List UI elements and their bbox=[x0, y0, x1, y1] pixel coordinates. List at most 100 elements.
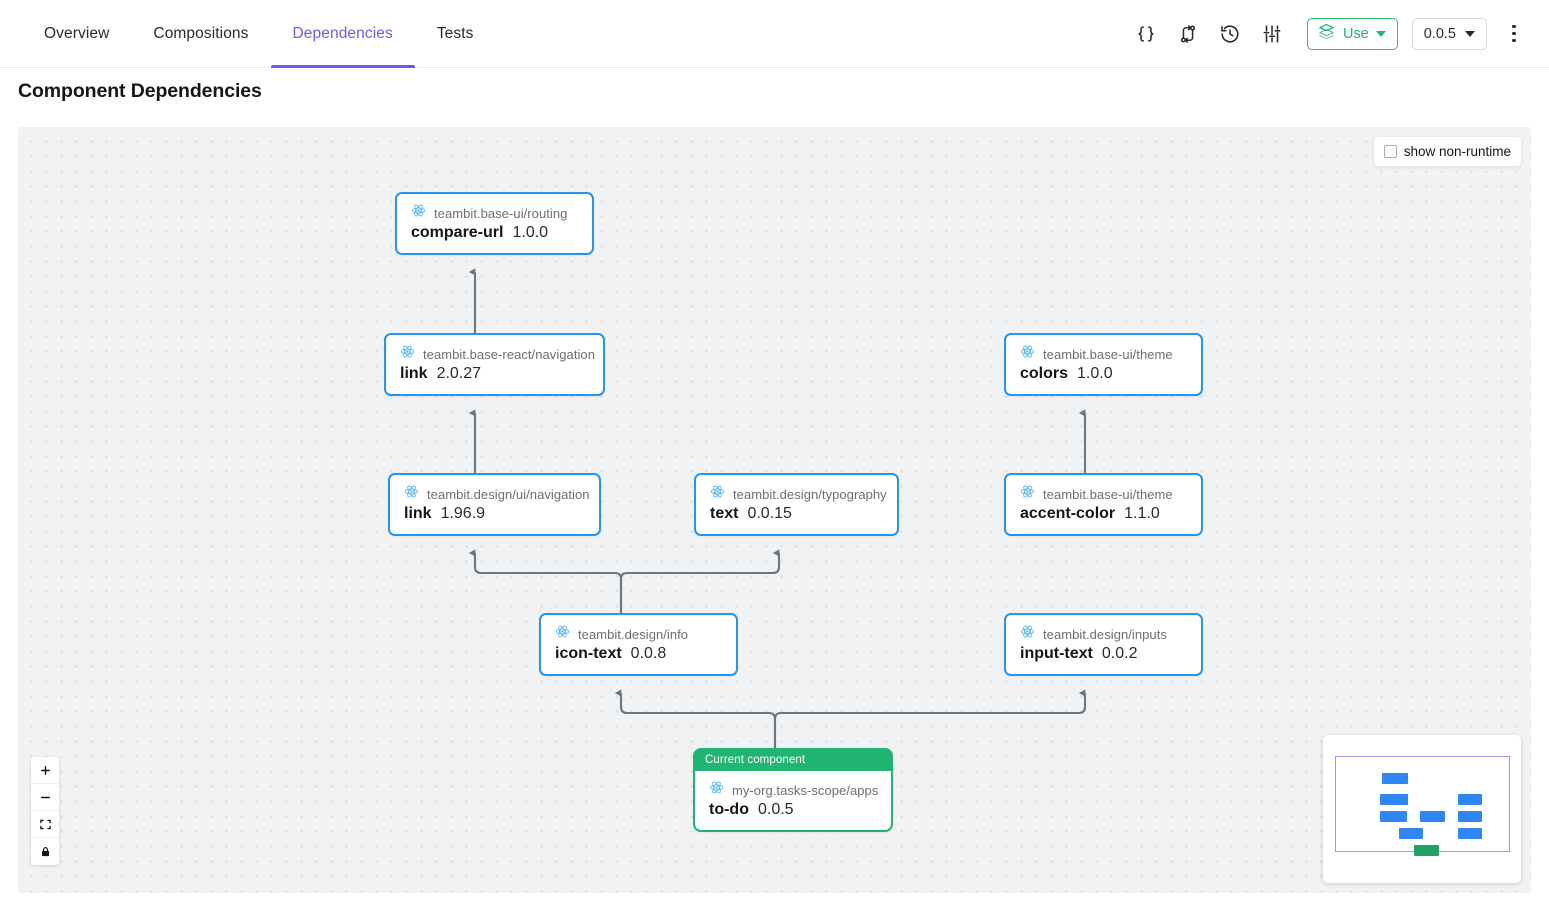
node-name-label: input-text bbox=[1020, 645, 1093, 662]
react-atom-icon bbox=[404, 484, 419, 504]
node-version-label: 0.0.5 bbox=[757, 801, 794, 818]
graph-node-link-design-ui[interactable]: teambit.design/ui/navigation link 1.96.9 bbox=[388, 473, 601, 536]
node-scope-label: teambit.design/inputs bbox=[1043, 626, 1167, 642]
code-braces-icon[interactable] bbox=[1125, 13, 1167, 55]
minimap-node-current bbox=[1414, 845, 1439, 856]
show-non-runtime-toggle[interactable]: show non-runtime bbox=[1373, 137, 1521, 166]
node-scope-row: teambit.design/typography bbox=[710, 484, 887, 504]
graph-node-current-to-do[interactable]: Current component my-org.tasks-scope/app… bbox=[693, 748, 893, 832]
node-scope-row: teambit.base-ui/routing bbox=[411, 203, 578, 223]
react-atom-icon bbox=[709, 780, 724, 800]
use-button-label: Use bbox=[1342, 25, 1369, 42]
edge-icon-text-to-link1 bbox=[468, 549, 623, 613]
graph-edges bbox=[468, 268, 1087, 748]
page-title: Component Dependencies bbox=[18, 80, 262, 102]
react-atom-icon bbox=[411, 203, 426, 223]
node-version-label: 0.0.2 bbox=[1101, 645, 1138, 662]
react-atom-icon bbox=[1020, 344, 1035, 364]
minimap-node bbox=[1458, 828, 1482, 839]
node-name-label: to-do bbox=[709, 801, 749, 818]
tab-compositions-label: Compositions bbox=[153, 24, 249, 42]
graph-node-text[interactable]: teambit.design/typography text 0.0.15 bbox=[694, 473, 899, 536]
node-scope-row: teambit.base-ui/theme bbox=[1020, 344, 1187, 364]
node-name-label: link bbox=[404, 505, 432, 522]
node-version-label: 0.0.8 bbox=[630, 645, 667, 662]
version-dropdown[interactable]: 0.0.5 bbox=[1411, 17, 1487, 50]
graph-node-icon-text[interactable]: teambit.design/info icon-text 0.0.8 bbox=[539, 613, 738, 676]
chevron-down-icon bbox=[1465, 30, 1475, 37]
graph-node-link-base-react[interactable]: teambit.base-react/navigation link 2.0.2… bbox=[384, 333, 605, 396]
tab-dependencies-label: Dependencies bbox=[292, 24, 393, 42]
lock-interaction-button[interactable] bbox=[31, 838, 59, 865]
node-scope-label: teambit.design/typography bbox=[733, 486, 887, 502]
node-version-label: 2.0.27 bbox=[436, 365, 482, 382]
node-scope-row: teambit.design/info bbox=[555, 624, 722, 644]
node-name-label: text bbox=[710, 505, 739, 522]
current-node-body: my-org.tasks-scope/apps to-do 0.0.5 bbox=[695, 771, 891, 830]
compare-branches-icon[interactable] bbox=[1167, 13, 1209, 55]
current-component-badge: Current component bbox=[705, 754, 806, 766]
graph-node-colors[interactable]: teambit.base-ui/theme colors 1.0.0 bbox=[1004, 333, 1203, 396]
graph-node-accent-color[interactable]: teambit.base-ui/theme accent-color 1.1.0 bbox=[1004, 473, 1203, 536]
node-name-row: text 0.0.15 bbox=[710, 505, 883, 523]
zoom-in-button[interactable] bbox=[31, 757, 59, 784]
minimap-node bbox=[1458, 794, 1482, 805]
tab-tests-label: Tests bbox=[436, 24, 474, 42]
graph-minimap[interactable] bbox=[1323, 735, 1521, 883]
node-scope-row: teambit.base-ui/theme bbox=[1020, 484, 1187, 504]
bit-box-icon bbox=[1317, 22, 1336, 45]
node-scope-label: my-org.tasks-scope/apps bbox=[732, 782, 879, 798]
node-scope-label: teambit.design/ui/navigation bbox=[427, 486, 590, 502]
node-version-label: 1.96.9 bbox=[440, 505, 486, 522]
react-atom-icon bbox=[400, 344, 415, 364]
tab-dependencies[interactable]: Dependencies bbox=[270, 0, 416, 68]
node-scope-label: teambit.base-ui/theme bbox=[1043, 486, 1173, 502]
node-name-label: icon-text bbox=[555, 645, 622, 662]
kebab-menu-icon[interactable] bbox=[1495, 13, 1533, 55]
node-version-label: 1.0.0 bbox=[512, 224, 549, 241]
minimap-viewport[interactable] bbox=[1335, 756, 1510, 856]
show-non-runtime-checkbox[interactable] bbox=[1383, 145, 1397, 158]
toolbar-actions: Use 0.0.5 bbox=[1125, 0, 1549, 68]
node-version-label: 1.1.0 bbox=[1124, 505, 1160, 522]
node-name-row: compare-url 1.0.0 bbox=[411, 224, 578, 242]
graph-node-input-text[interactable]: teambit.design/inputs input-text 0.0.2 bbox=[1004, 613, 1203, 676]
minimap-node bbox=[1458, 811, 1482, 822]
tab-tests[interactable]: Tests bbox=[415, 0, 496, 68]
node-name-row: input-text 0.0.2 bbox=[1020, 645, 1187, 663]
react-atom-icon bbox=[1020, 624, 1035, 644]
react-atom-icon bbox=[710, 484, 725, 504]
node-name-label: link bbox=[400, 365, 428, 382]
node-scope-label: teambit.base-ui/theme bbox=[1043, 346, 1173, 362]
react-atom-icon bbox=[1020, 484, 1035, 504]
minimap-node bbox=[1420, 811, 1445, 822]
use-button[interactable]: Use bbox=[1306, 17, 1398, 50]
node-scope-label: teambit.design/info bbox=[578, 626, 689, 642]
minimap-node bbox=[1380, 811, 1407, 822]
minimap-node bbox=[1382, 773, 1408, 784]
edge-icon-text-to-text bbox=[619, 549, 781, 613]
minimap-node bbox=[1380, 794, 1408, 805]
sliders-settings-icon[interactable] bbox=[1251, 13, 1293, 55]
node-name-label: colors bbox=[1020, 365, 1069, 382]
node-name-row: colors 1.0.0 bbox=[1020, 365, 1187, 383]
fit-view-button[interactable] bbox=[31, 811, 59, 838]
top-navigation-bar: Overview Compositions Dependencies Tests bbox=[0, 0, 1549, 68]
tab-overview[interactable]: Overview bbox=[22, 0, 131, 68]
history-clock-icon[interactable] bbox=[1209, 13, 1251, 55]
edge-todo-to-input-text bbox=[773, 689, 1087, 748]
zoom-out-button[interactable] bbox=[31, 784, 59, 811]
minimap-node bbox=[1399, 828, 1423, 839]
node-scope-row: teambit.design/ui/navigation bbox=[404, 484, 590, 504]
dependency-graph-canvas[interactable]: teambit.base-ui/routing compare-url 1.0.… bbox=[18, 127, 1531, 893]
tab-compositions[interactable]: Compositions bbox=[131, 0, 270, 68]
tab-overview-label: Overview bbox=[44, 24, 110, 42]
node-version-label: 0.0.15 bbox=[747, 505, 792, 522]
graph-node-compare-url[interactable]: teambit.base-ui/routing compare-url 1.0.… bbox=[395, 192, 594, 255]
node-scope-label: teambit.base-react/navigation bbox=[423, 346, 595, 362]
chevron-down-icon bbox=[1375, 30, 1386, 37]
node-name-row: link 2.0.27 bbox=[400, 365, 589, 383]
node-name-label: compare-url bbox=[411, 224, 504, 241]
node-name-row: accent-color 1.1.0 bbox=[1020, 505, 1187, 523]
